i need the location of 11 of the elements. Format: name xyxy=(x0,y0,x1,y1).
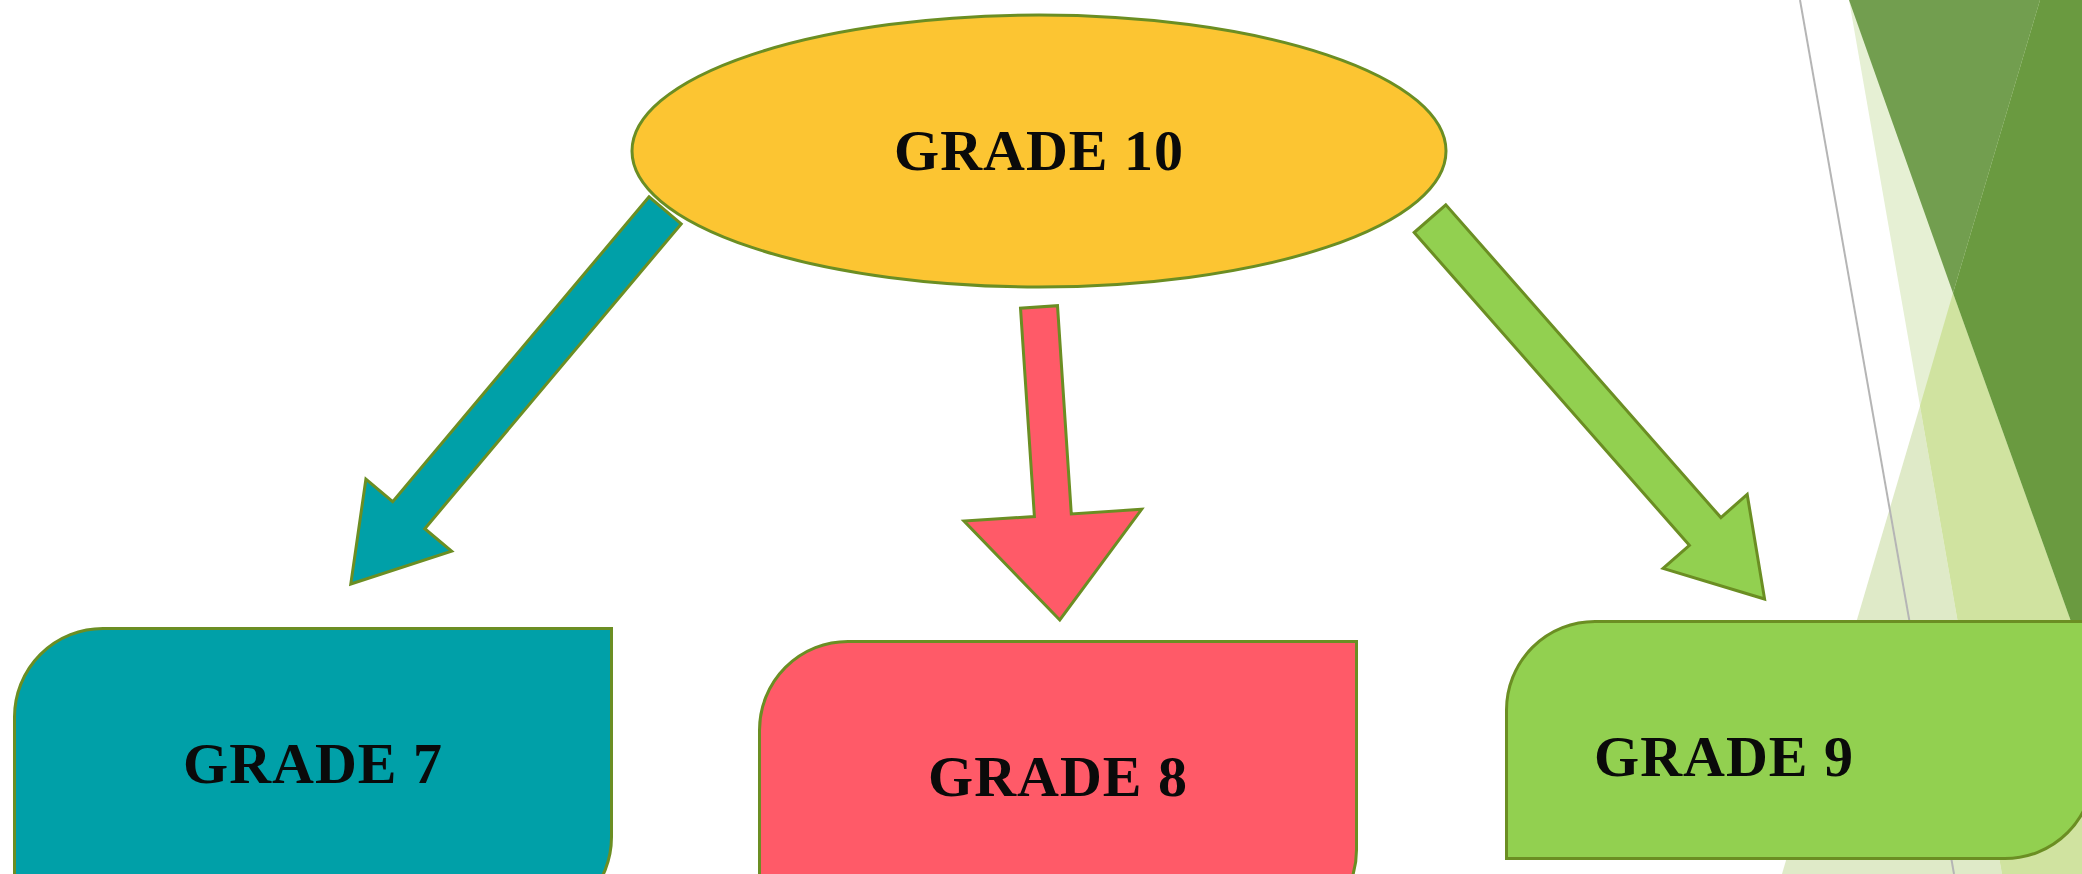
grade-box xyxy=(13,627,613,874)
grade-ellipse xyxy=(630,13,1448,289)
block-arrow xyxy=(960,304,1145,623)
block-arrow xyxy=(1412,202,1767,602)
grade-label: GRADE 10 xyxy=(894,122,1184,180)
grade-box xyxy=(1505,620,2082,860)
block-arrow xyxy=(348,194,684,587)
grade-label: GRADE 7 xyxy=(183,735,443,793)
grade-box xyxy=(758,640,1358,874)
grade-label: GRADE 9 xyxy=(1594,728,1854,786)
grade-label: GRADE 8 xyxy=(928,748,1188,806)
